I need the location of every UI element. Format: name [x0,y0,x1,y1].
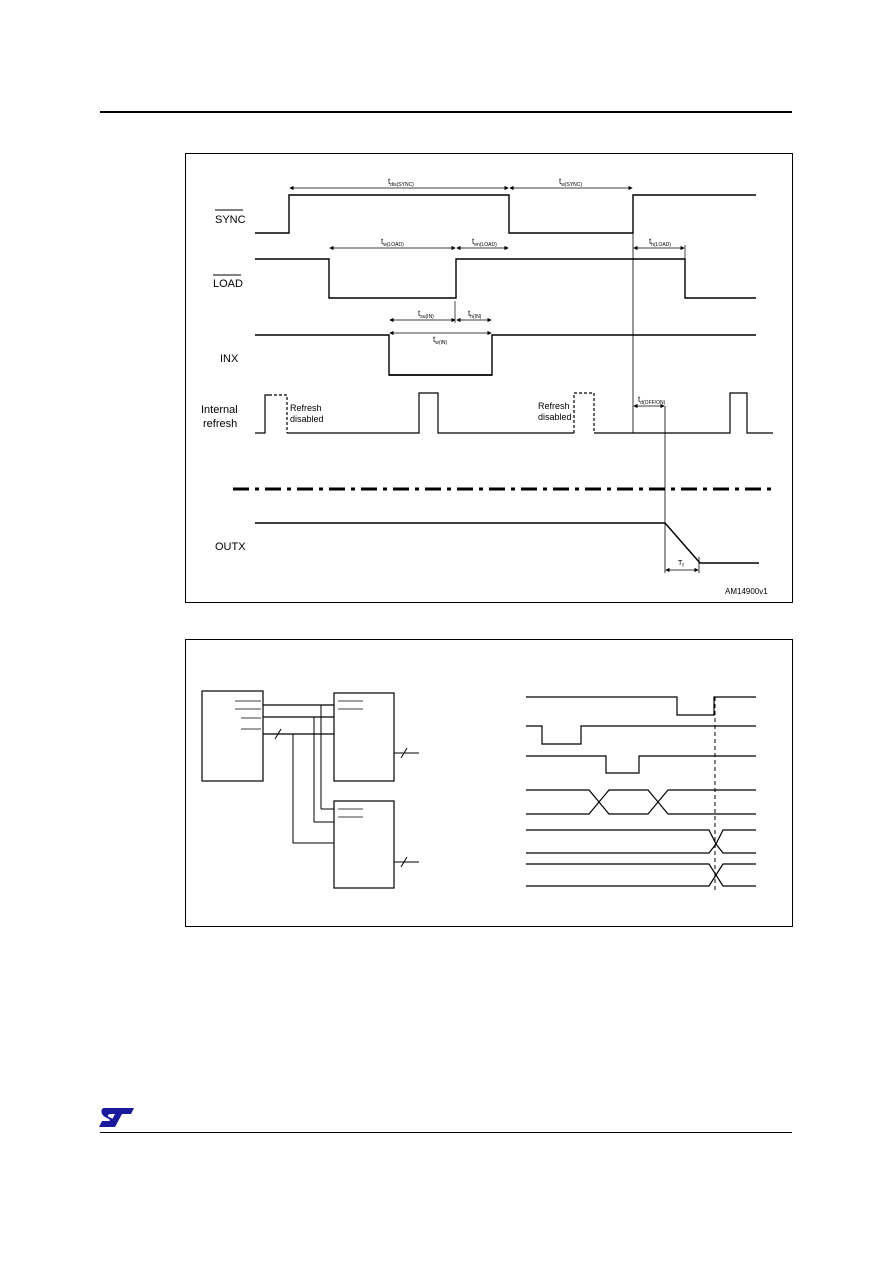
t-d-off-on-label: td(OFF/ON) [638,395,666,406]
branch-wire-3 [292,734,334,844]
application-diagram-panel [185,639,793,927]
st-logo [99,1108,134,1127]
t-w-load-label: tw(LOAD) [381,237,404,248]
device-1-block [333,692,395,782]
figure-id: AM14900v1 [725,587,768,596]
t-f-label: Tf [678,560,684,569]
inx-label: INX [220,353,239,365]
outx-waveform [255,522,759,564]
bus-slash [274,728,282,740]
refresh-disabled-pulse-2 [573,392,595,433]
branch-wire-2 [313,717,334,823]
t-h-load-label: th(LOAD) [649,237,671,248]
refresh-disabled-a1: Refresh [290,403,322,413]
internal-refresh-label-1: Internal [201,404,238,416]
t-dis-sync-label: tdis(SYNC) [388,177,414,188]
refresh-disabled-a2: disabled [290,414,324,424]
load-label: LOAD [213,278,243,290]
outx-label: OUTX [215,541,246,553]
mcu-block [201,690,264,782]
timing-diagram-panel: SYNC LOAD INX Internal refresh OUTX Refr… [185,153,793,603]
footer-rule [100,1132,792,1133]
output-1-slash [400,747,408,759]
wave-6-bus [526,863,756,887]
t-h-in-label: th(IN) [468,309,482,320]
output-2-slash [400,856,408,868]
t-w-sync-label: tw(SYNC) [559,177,582,188]
wave-3 [526,755,756,774]
inx-waveform [255,334,756,376]
sync-waveform [255,194,756,234]
refresh-waveform [255,394,269,434]
t-w-in-label: tw(IN) [433,335,448,346]
wave-1 [526,696,756,716]
wave-5-bus [526,829,756,854]
timing-diagram: SYNC LOAD INX Internal refresh OUTX Refr… [201,177,776,596]
t-en-load-label: ten(LOAD) [472,237,497,248]
refresh-disabled-pulse-1 [269,394,288,433]
sync-label: SYNC [215,214,246,226]
refresh-disabled-b1: Refresh [538,401,570,411]
refresh-waveform-3 [594,392,773,434]
refresh-disabled-b2: disabled [538,412,572,422]
t-su-in-label: tsu(IN) [418,309,434,320]
wave-4-bus [526,789,756,815]
load-waveform [255,258,756,299]
header-rule [100,111,792,113]
device-2-block [333,800,395,889]
internal-refresh-label-2: refresh [203,418,237,430]
application-diagram [201,690,756,891]
wave-2 [526,725,756,745]
refresh-waveform-2 [287,392,574,434]
